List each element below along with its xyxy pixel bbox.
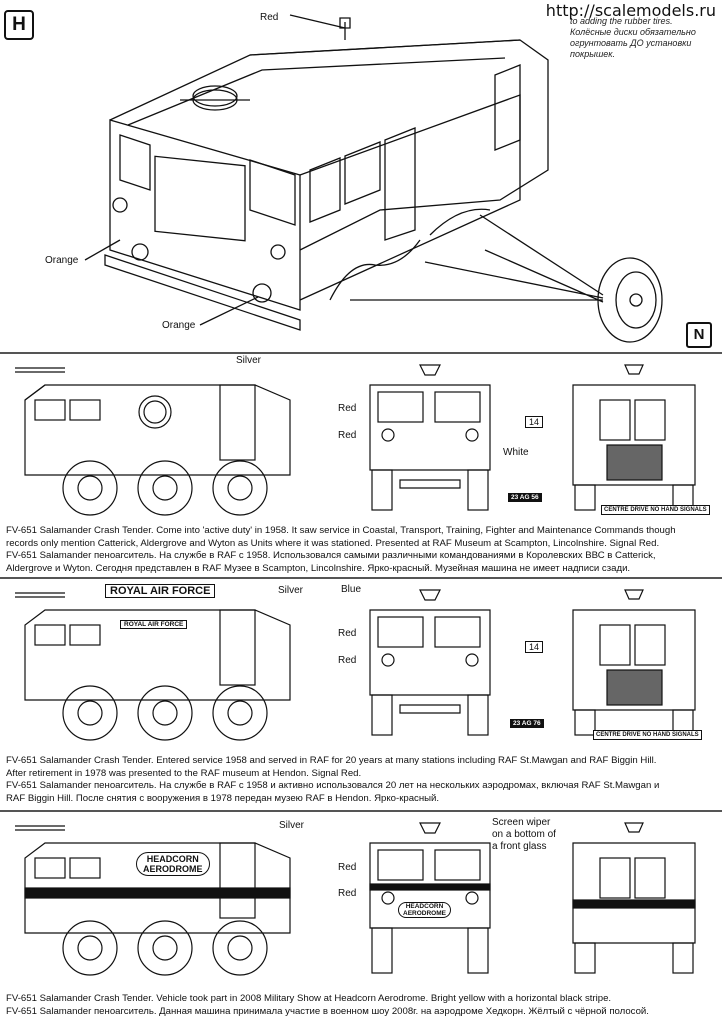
silver-label: Silver: [278, 585, 304, 596]
variant-2-side-view: [15, 592, 291, 741]
watermark-link[interactable]: http://scalemodels.ru: [539, 0, 722, 21]
main-truck-drawing: [84, 14, 663, 343]
variant-3-caption: FV-651 Salamander Crash Tender. Vehicle …: [6, 993, 718, 1018]
note-line: огрунтовать ДО установки: [570, 38, 692, 48]
step-label-box: H: [4, 10, 34, 40]
headcorn-emblem-side: HEADCORN AERODROME: [136, 852, 210, 876]
red-label-2: Red: [338, 430, 357, 441]
red-label-1: Red: [338, 403, 357, 414]
white-label: White: [503, 447, 529, 458]
caption-line: FV-651 Salamander Crash Tender. Vehicle …: [6, 993, 612, 1004]
wheel-step-box: N: [686, 322, 712, 348]
blue-label: Blue: [341, 584, 362, 595]
emblem-bottom-text: AERODROME: [143, 864, 203, 874]
orange-light-label-bottom: Orange: [162, 320, 196, 331]
silver-label: Silver: [236, 355, 262, 366]
red-beacon-label: Red: [260, 12, 279, 23]
caption-line: RAF Biggin Hill. После снятия с вооружен…: [6, 792, 440, 804]
variant-3-side-view: [15, 825, 291, 976]
wiper-note-line: a front glass: [492, 841, 547, 852]
rear-sign: CENTRE DRIVE NO HAND SIGNALS: [593, 730, 702, 740]
variant-3-front-view: [369, 822, 491, 974]
rear-sign: CENTRE DRIVE NO HAND SIGNALS: [601, 505, 710, 515]
banner-roof: ROYAL AIR FORCE: [105, 584, 216, 598]
caption-line: FV-651 Salamander Crash Tender. Entered …: [6, 755, 657, 766]
marker-14: 14: [525, 641, 544, 653]
silver-label: Silver: [279, 820, 305, 831]
license-plate: 23 AG 76: [510, 719, 544, 728]
section-divider: [0, 810, 722, 812]
license-plate: 23 AG 56: [508, 493, 542, 502]
orange-light-label-top: Orange: [45, 255, 79, 266]
red-label-2: Red: [338, 655, 357, 666]
instruction-note: to adding the rubber tires. Колёсные дис…: [570, 16, 720, 60]
emblem-bottom-text: AERODROME: [403, 910, 446, 917]
red-label-2: Red: [338, 888, 357, 899]
banner-side: ROYAL AIR FORCE: [120, 620, 188, 629]
caption-line: Aldergrove и Wyton. Сегодня представлен …: [6, 562, 631, 574]
caption-line: FV-651 Salamander пеноагситель. На служб…: [6, 780, 660, 792]
red-label-1: Red: [338, 628, 357, 639]
emblem-top-text: HEADCORN: [405, 903, 444, 910]
variant-1-side-view: [15, 367, 291, 516]
emblem-top-text: HEADCORN: [146, 854, 199, 864]
variant-2-front-view: [369, 589, 491, 736]
red-label-1: Red: [338, 862, 357, 873]
caption-line: records only mention Catterick, Aldergro…: [6, 537, 660, 549]
variant-1-rear-view: [572, 364, 696, 511]
marker-14: 14: [525, 416, 544, 428]
wiper-note-line: Screen wiper: [492, 817, 551, 828]
section-divider: [0, 352, 722, 354]
caption-line: FV-651 Salamander Crash Tender. Come int…: [6, 525, 676, 536]
note-line: Колёсные диски обязательно: [570, 27, 696, 37]
variant-3-rear-view: [572, 822, 696, 974]
section-divider: [0, 577, 722, 579]
variant-2-caption: FV-651 Salamander Crash Tender. Entered …: [6, 755, 718, 805]
caption-line: FV-651 Salamander пеноагситель. На служб…: [6, 550, 656, 562]
caption-line: After retirement in 1978 was presented t…: [6, 767, 362, 779]
wiper-note-line: on a bottom of: [492, 829, 556, 840]
variant-2-rear-view: [572, 589, 696, 736]
screen-wiper-note: Screen wiper on a bottom of a front glas…: [492, 817, 556, 853]
variant-1-front-view: [369, 364, 491, 511]
variant-1-caption: FV-651 Salamander Crash Tender. Come int…: [6, 525, 718, 575]
note-line: to adding the rubber tires.: [570, 16, 673, 26]
headcorn-emblem-front: HEADCORN AERODROME: [398, 902, 451, 918]
caption-line: FV-651 Salamander пеноагситель. Данная м…: [6, 1005, 649, 1017]
note-line: покрышек.: [570, 49, 616, 59]
